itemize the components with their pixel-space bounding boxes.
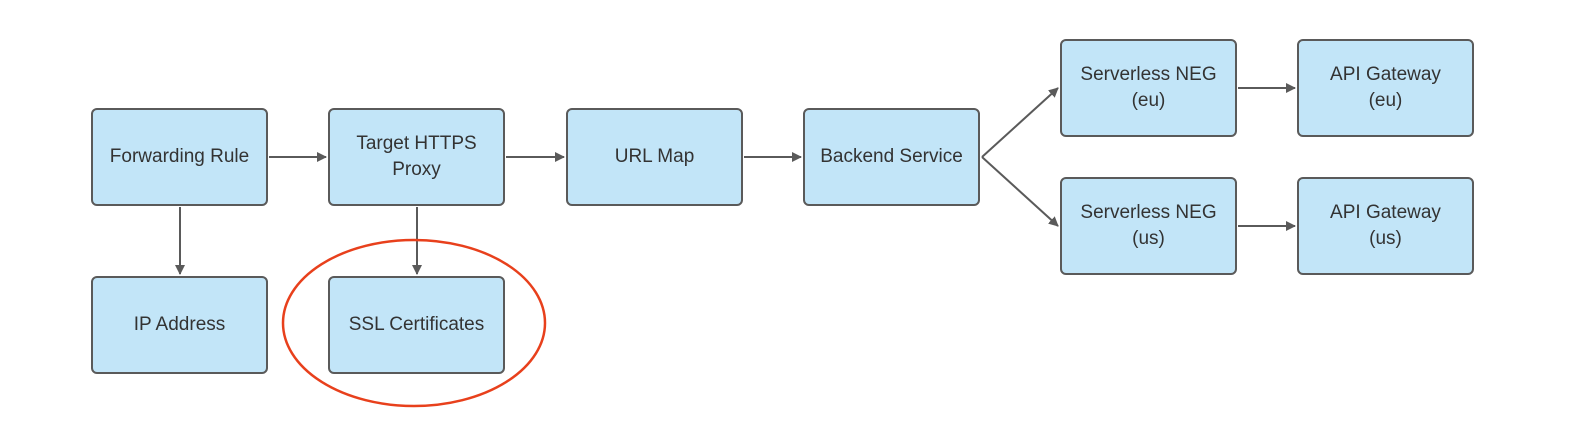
node-url-map-label: URL Map — [614, 146, 695, 167]
node-api-gateway-eu-label-2: (eu) — [1368, 90, 1403, 111]
node-serverless-neg-us-label-2: (us) — [1132, 228, 1165, 249]
node-forwarding-rule-label: Forwarding Rule — [109, 146, 250, 167]
edge-backend-to-neg-us — [981, 156, 1059, 227]
node-api-gateway-eu-label-1: API Gateway — [1330, 64, 1441, 85]
node-forwarding-rule: Forwarding Rule — [91, 108, 268, 206]
node-serverless-neg-us-label-1: Serverless NEG — [1080, 202, 1217, 223]
node-url-map: URL Map — [566, 108, 743, 206]
node-target-https-proxy-label-1: Target HTTPS — [356, 133, 477, 154]
node-api-gateway-us-label-1: API Gateway — [1330, 202, 1441, 223]
node-serverless-neg-eu-label-1: Serverless NEG — [1080, 64, 1217, 85]
node-api-gateway-us: API Gateway (us) — [1297, 177, 1474, 275]
ssl-highlight-circle — [281, 238, 547, 408]
node-ip-address-label: IP Address — [133, 314, 226, 335]
node-backend-service-label: Backend Service — [820, 146, 963, 167]
node-serverless-neg-us: Serverless NEG (us) — [1060, 177, 1237, 275]
edge-backend-to-neg-eu — [981, 87, 1059, 158]
node-ssl-certificates: SSL Certificates — [328, 276, 505, 374]
node-target-https-proxy: Target HTTPS Proxy — [328, 108, 505, 206]
node-api-gateway-eu: API Gateway (eu) — [1297, 39, 1474, 137]
node-target-https-proxy-label-2: Proxy — [392, 159, 441, 180]
node-backend-service: Backend Service — [803, 108, 980, 206]
node-ip-address: IP Address — [91, 276, 268, 374]
node-api-gateway-us-label-2: (us) — [1369, 228, 1402, 249]
node-serverless-neg-eu: Serverless NEG (eu) — [1060, 39, 1237, 137]
node-serverless-neg-eu-label-2: (eu) — [1131, 90, 1166, 111]
node-ssl-certificates-label: SSL Certificates — [348, 314, 485, 335]
